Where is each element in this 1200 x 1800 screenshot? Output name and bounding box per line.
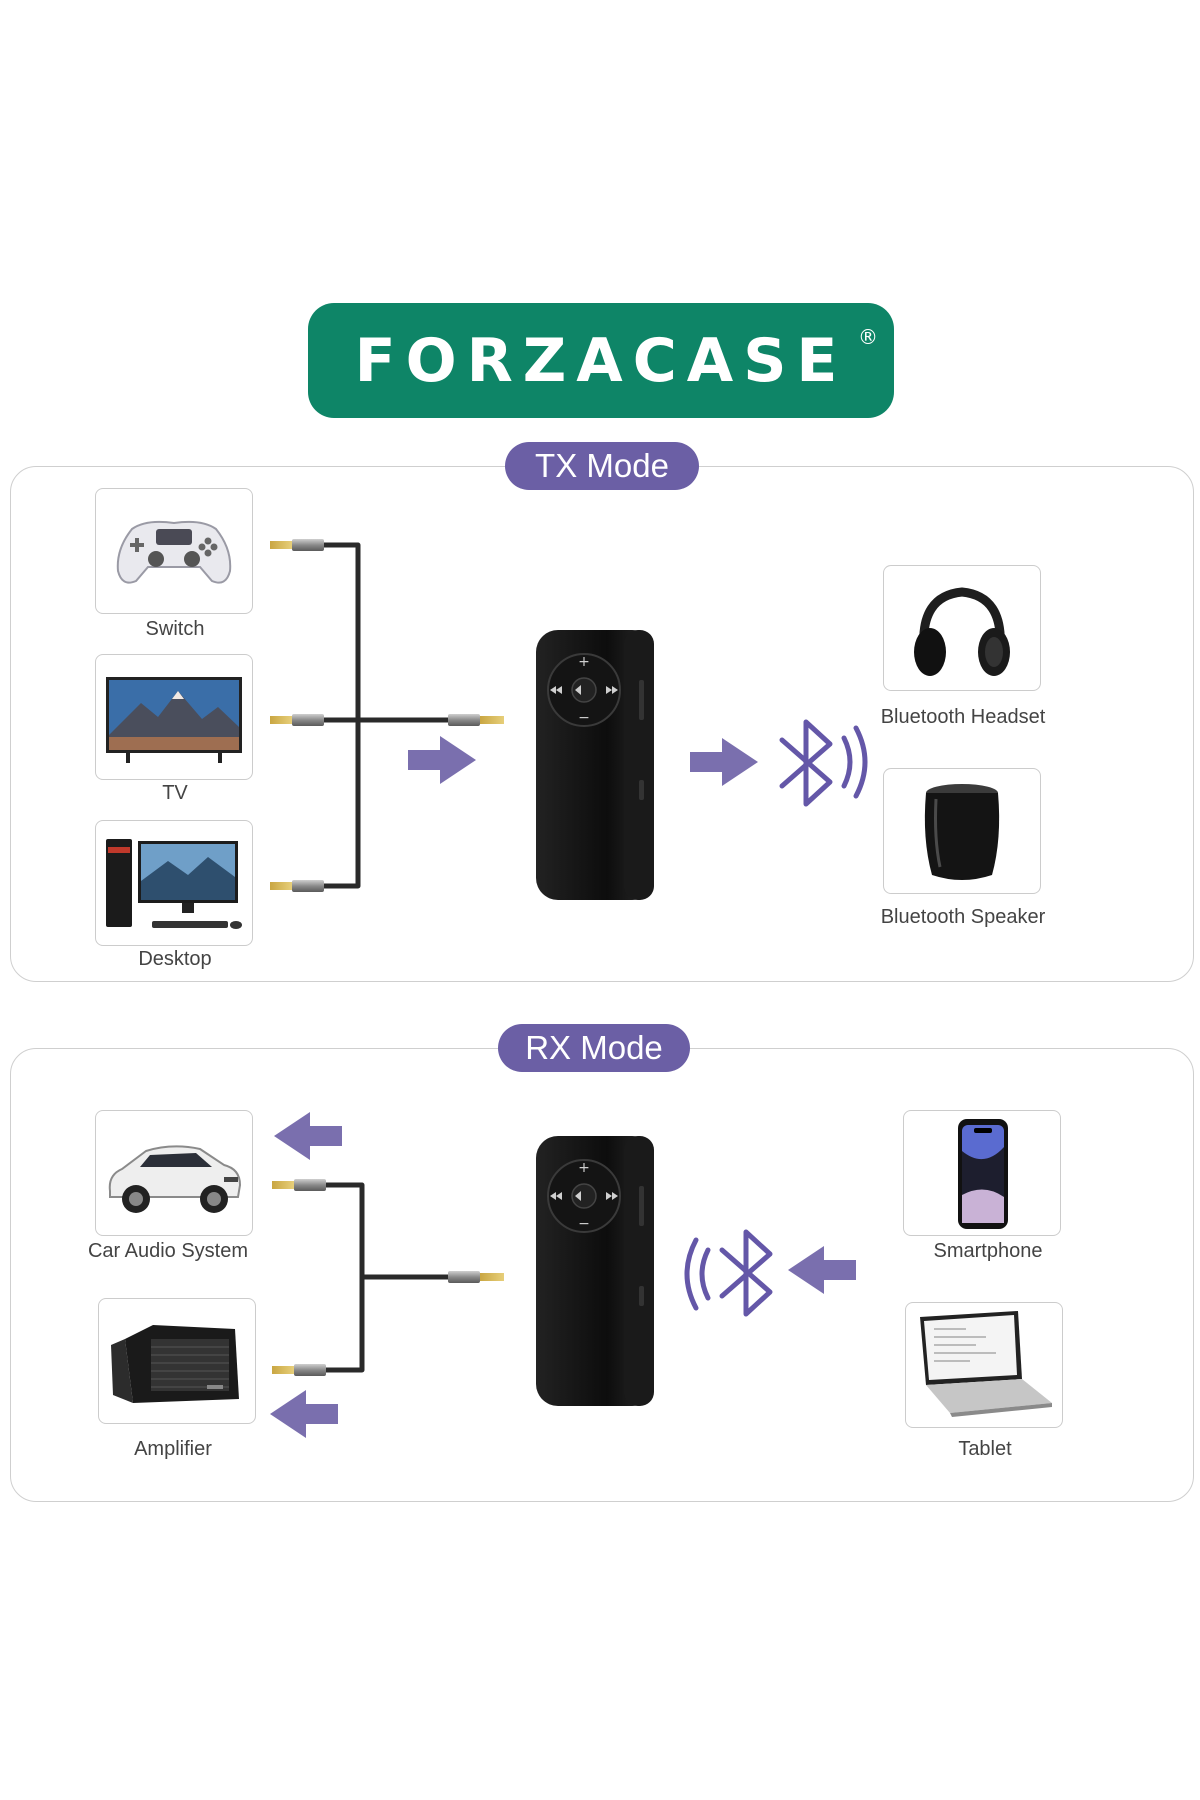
smartphone-label: Smartphone [933,1240,1043,1262]
tablet-label: Tablet [958,1438,1012,1460]
headphones-icon [914,587,1010,676]
car-card [95,1110,253,1236]
registered-mark: ® [858,325,878,349]
switch-card [95,488,253,614]
speaker-icon [924,784,1000,880]
tablet-card [905,1302,1063,1428]
car-audio-label: Car Audio System [87,1240,249,1262]
smartphone-icon [958,1119,1008,1229]
tv-icon [106,677,242,763]
desktop-label: Desktop [138,948,212,970]
desktop-card [95,820,253,946]
tx-mode-badge: TX Mode [505,442,699,490]
car-icon [108,1145,242,1213]
rx-mode-badge: RX Mode [498,1024,690,1072]
amplifier-icon [111,1325,239,1403]
desktop-computer-icon [106,839,242,929]
tv-card [95,654,253,780]
amplifier-card [98,1298,256,1424]
headset-label: Bluetooth Headset [880,706,1046,728]
brand-logo: FORZACASE ® [308,303,894,418]
laptop-icon [920,1311,1052,1417]
brand-name: FORZACASE [354,325,848,396]
amplifier-label: Amplifier [134,1438,212,1460]
headset-card [883,565,1041,691]
switch-label: Switch [145,618,205,640]
speaker-label: Bluetooth Speaker [880,906,1046,928]
speaker-card [883,768,1041,894]
smartphone-card [903,1110,1061,1236]
gamepad-icon [116,520,232,584]
tv-label: TV [162,782,188,804]
